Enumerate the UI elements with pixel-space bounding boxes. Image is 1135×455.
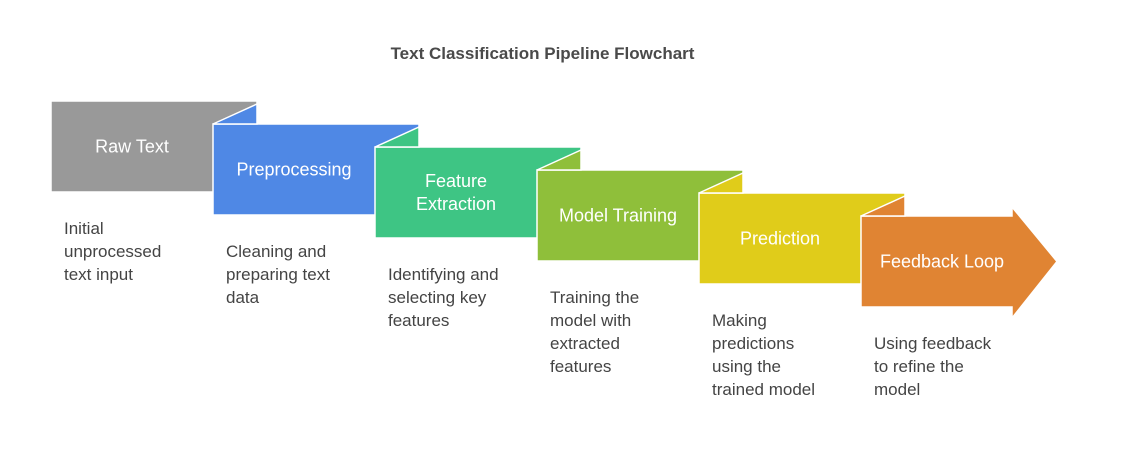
step-fold-prediction xyxy=(698,171,744,194)
description-line: selecting key xyxy=(388,288,487,307)
step-description-feature-extraction: Identifying and selecting key features xyxy=(388,263,538,332)
step-description-raw-text: Initial unprocessed text input xyxy=(64,217,214,286)
step-description-preprocessing: Cleaning and preparing text data xyxy=(226,240,376,309)
description-line: Using feedback xyxy=(874,334,992,353)
step-label-prediction: Prediction xyxy=(739,228,821,249)
description-line: Initial xyxy=(64,219,104,238)
description-line: using the xyxy=(712,357,781,376)
step-label-model-training: Model Training xyxy=(558,205,678,226)
description-line: extracted xyxy=(550,334,620,353)
description-line: trained model xyxy=(712,380,816,399)
description-line: model xyxy=(874,380,921,399)
step-label-feedback-loop: Feedback Loop xyxy=(879,251,1005,272)
description-line: data xyxy=(226,288,260,307)
description-line: text input xyxy=(64,265,133,284)
description-line: model with xyxy=(550,311,632,330)
description-line: Cleaning and xyxy=(226,242,327,261)
step-description-model-training: Training the model with extracted features xyxy=(550,286,700,378)
step-description-feedback-loop: Using feedback to refine the model xyxy=(874,332,1024,401)
description-line: Training the xyxy=(550,288,640,307)
description-line: preparing text xyxy=(226,265,330,284)
step-fold-model-training xyxy=(536,148,582,171)
description-line: predictions xyxy=(712,334,795,353)
step-arrow-feedback-loop xyxy=(860,204,1058,321)
description-line: features xyxy=(388,311,450,330)
description-line: Identifying and xyxy=(388,265,499,284)
description-line: unprocessed xyxy=(64,242,162,261)
diagram-title: Text Classification Pipeline Flowchart xyxy=(390,44,695,63)
step-label-preprocessing: Preprocessing xyxy=(236,159,352,180)
step-fold-feature-extraction xyxy=(374,125,420,148)
step-label-raw-text: Raw Text xyxy=(95,136,169,157)
step-fold-feedback-loop xyxy=(860,194,906,217)
step-fold-preprocessing xyxy=(212,102,258,125)
step-label-feature-extraction: Feature Extraction xyxy=(415,171,497,214)
description-line: features xyxy=(550,357,612,376)
description-line: Making xyxy=(712,311,767,330)
step-description-prediction: Making predictions using the trained model xyxy=(712,309,862,401)
description-line: to refine the xyxy=(874,357,964,376)
